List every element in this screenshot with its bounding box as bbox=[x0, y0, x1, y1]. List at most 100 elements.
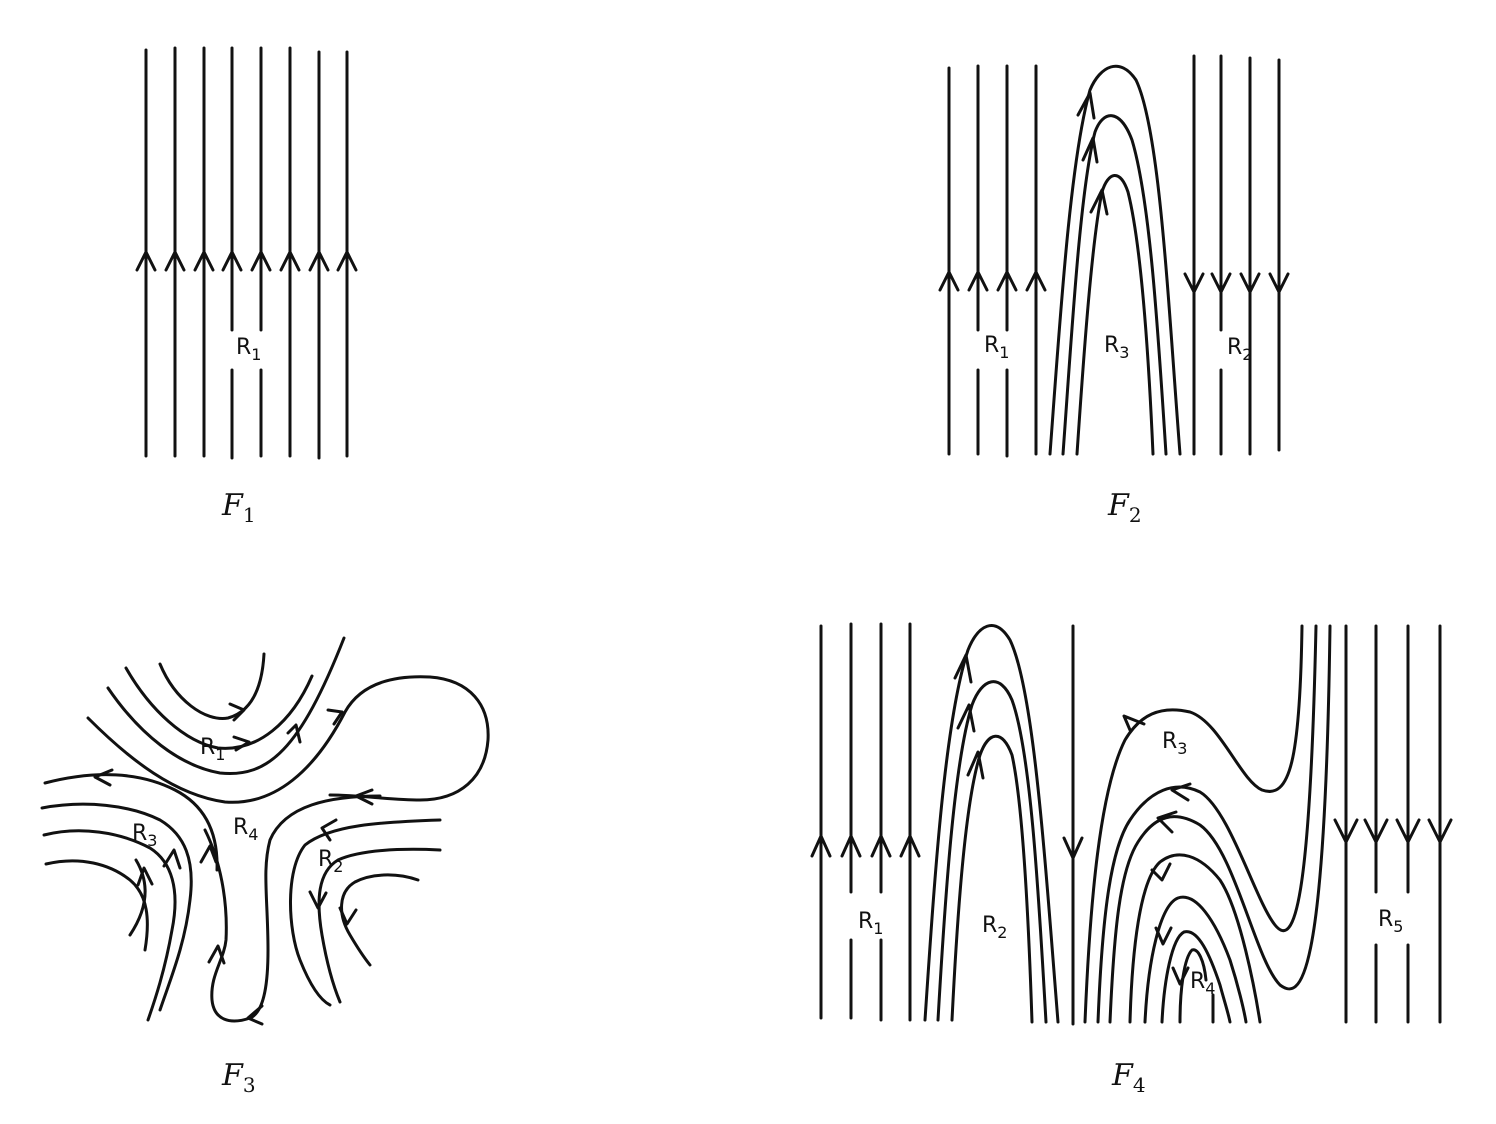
up-arrow-icon bbox=[899, 834, 921, 858]
region-label: R1 bbox=[984, 333, 1009, 362]
f3-arrows bbox=[93, 702, 374, 1026]
up-arrow-icon bbox=[1089, 188, 1109, 216]
down-arrow-icon bbox=[308, 890, 328, 910]
region-label: R5 bbox=[1378, 907, 1403, 936]
down-arrow-icon bbox=[338, 906, 358, 926]
up-arrow-icon bbox=[1025, 270, 1047, 292]
up-arrow-icon bbox=[336, 250, 358, 272]
region-label: R4 bbox=[1190, 969, 1215, 998]
down-arrow-icon bbox=[1183, 272, 1205, 294]
right-arrow-icon bbox=[228, 702, 246, 722]
down-arrow-icon bbox=[1395, 818, 1421, 844]
left-arrow-icon bbox=[320, 818, 338, 842]
left-arrow-icon bbox=[1156, 810, 1178, 834]
region-label: R3 bbox=[132, 821, 157, 850]
f4-side-arrows bbox=[810, 818, 1453, 858]
caption-f3: F3 bbox=[221, 1058, 256, 1097]
f4-left-leaves bbox=[819, 622, 912, 1022]
up-arrow-icon bbox=[164, 250, 186, 272]
up-arrow-icon bbox=[1081, 136, 1099, 164]
down-arrow-icon bbox=[1171, 966, 1190, 986]
f4-arches bbox=[923, 624, 1060, 1024]
f3-leaf bbox=[340, 873, 420, 967]
panel-f4: R1 R2 R3 R4 R5 F4 bbox=[810, 622, 1453, 1097]
up-arrow-icon bbox=[135, 250, 157, 272]
f3-leaf bbox=[124, 666, 314, 750]
up-arrow-icon bbox=[193, 250, 215, 272]
down-arrow-icon bbox=[1268, 272, 1290, 294]
up-arrow-icon bbox=[162, 848, 182, 870]
down-arrow-icon bbox=[1333, 818, 1359, 844]
f4-arch bbox=[923, 624, 1060, 1024]
f2-arch bbox=[1075, 174, 1155, 456]
f4-u-leaf bbox=[1160, 930, 1232, 1024]
down-arrow-icon bbox=[1150, 862, 1172, 882]
f3-leaf bbox=[40, 802, 193, 1012]
f2-arrows bbox=[938, 270, 1290, 294]
up-arrow-icon bbox=[136, 866, 154, 887]
right-arrow-icon bbox=[326, 708, 344, 726]
panel-f1: R1 F1 bbox=[135, 46, 358, 527]
f4-u-leaf bbox=[1128, 853, 1262, 1024]
left-arrow-icon bbox=[354, 788, 374, 806]
down-arrow-icon bbox=[1210, 272, 1232, 294]
f4-s-leaf bbox=[1083, 624, 1304, 1024]
f3-leaf bbox=[317, 847, 442, 1004]
up-arrow-icon bbox=[279, 250, 301, 272]
left-arrow-icon bbox=[246, 1004, 264, 1026]
caption-f4: F4 bbox=[1111, 1058, 1146, 1097]
down-arrow-icon bbox=[1062, 836, 1084, 860]
f4-u-leaf bbox=[1178, 948, 1208, 1024]
f1-up-arrows bbox=[135, 250, 358, 272]
right-arrow-icon bbox=[232, 735, 251, 752]
up-arrow-icon bbox=[996, 270, 1018, 292]
f2-arch bbox=[1061, 114, 1168, 456]
down-arrow-icon bbox=[1239, 272, 1261, 294]
f2-left-leaves bbox=[947, 64, 1038, 458]
caption-f1: F1 bbox=[221, 488, 256, 527]
region-label: R3 bbox=[1104, 333, 1129, 362]
up-arrow-icon bbox=[840, 834, 862, 858]
region-label: R1 bbox=[858, 909, 883, 938]
left-arrow-icon bbox=[1122, 714, 1146, 732]
f2-arches bbox=[1048, 64, 1182, 456]
f3-top-leaves bbox=[86, 636, 490, 804]
up-arrow-icon bbox=[250, 250, 272, 272]
f2-arch bbox=[1048, 64, 1182, 456]
up-arrow-icon bbox=[810, 834, 832, 858]
up-arrow-icon bbox=[953, 653, 973, 684]
f3-leaf bbox=[289, 818, 442, 1007]
f4-arch bbox=[950, 734, 1034, 1024]
f4-s-leaf bbox=[1096, 624, 1318, 1024]
down-arrow-icon bbox=[1154, 926, 1173, 946]
up-arrow-icon bbox=[938, 270, 960, 292]
f3-leaf bbox=[203, 794, 382, 1023]
up-arrow-icon bbox=[286, 723, 302, 744]
left-arrow-icon bbox=[1170, 782, 1192, 802]
up-arrow-icon bbox=[967, 270, 989, 292]
f3-leaf bbox=[128, 858, 147, 937]
left-arrow-icon bbox=[93, 768, 114, 787]
region-label: R4 bbox=[233, 815, 258, 844]
up-arrow-icon bbox=[956, 703, 976, 733]
f3-leaf bbox=[44, 859, 149, 952]
f2-right-leaves bbox=[1192, 54, 1281, 456]
caption-f2: F2 bbox=[1107, 488, 1142, 527]
f3-left-leaves bbox=[40, 773, 219, 1022]
f4-arch bbox=[936, 680, 1048, 1024]
f3-right-leaves bbox=[289, 818, 442, 1007]
f3-leaf bbox=[42, 829, 177, 1022]
up-arrow-icon bbox=[308, 250, 330, 272]
region-label: R2 bbox=[1227, 335, 1252, 364]
up-arrow-icon bbox=[966, 750, 985, 780]
f4-middle-leaf bbox=[1062, 624, 1084, 1026]
panel-f2: R1 R3 R2 F2 bbox=[938, 54, 1290, 527]
f3-loop-leaf bbox=[86, 675, 490, 804]
region-label: R2 bbox=[982, 913, 1007, 942]
region-label: R3 bbox=[1162, 729, 1187, 758]
up-arrow-icon bbox=[870, 834, 892, 858]
f4-right-leaves bbox=[1344, 624, 1442, 1024]
down-arrow-icon bbox=[1363, 818, 1389, 844]
f3-leaf bbox=[106, 636, 346, 776]
